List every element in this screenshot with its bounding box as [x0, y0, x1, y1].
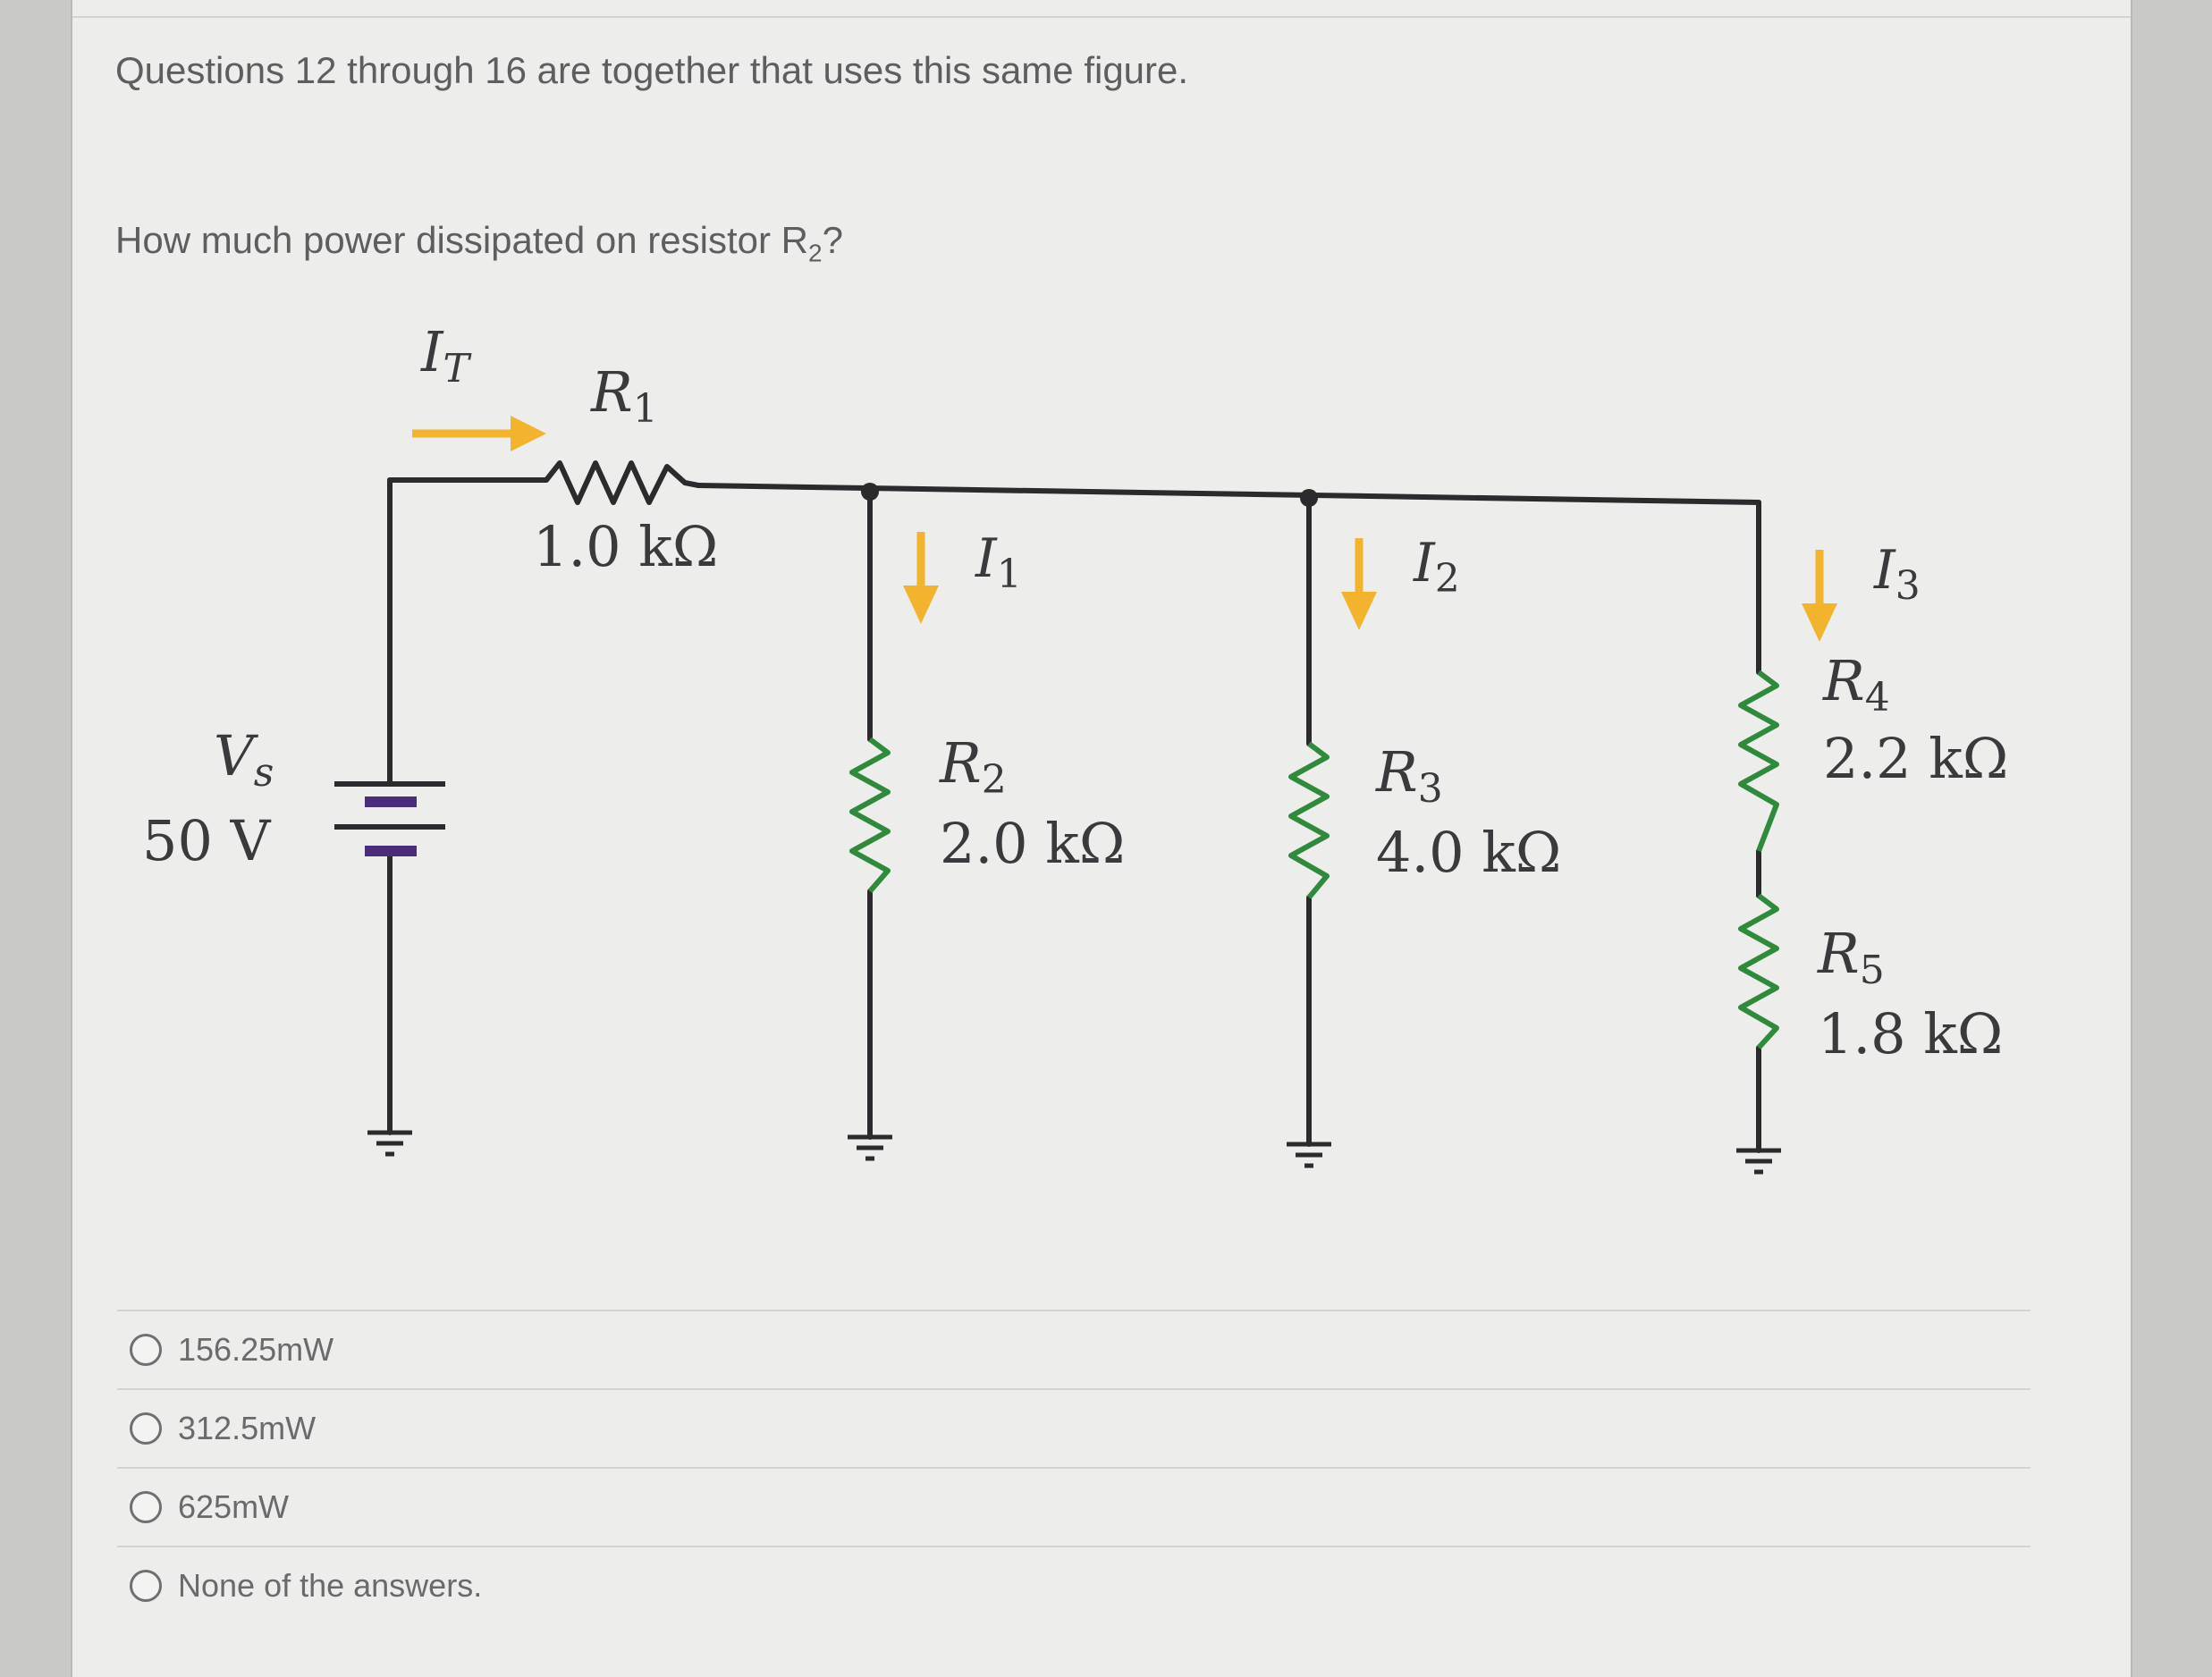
- label-vs: Vs: [214, 723, 274, 796]
- label-i1: I1: [975, 527, 1022, 597]
- ground-icon: [1736, 1148, 1781, 1175]
- value-r2: 2.0 kΩ: [940, 811, 1125, 876]
- radio-button[interactable]: [130, 1491, 162, 1523]
- arrow-down-icon: [903, 532, 939, 624]
- arrow-down-icon: [1802, 550, 1837, 642]
- value-r1: 1.0 kΩ: [533, 514, 718, 579]
- ground-icon: [367, 1130, 412, 1157]
- circuit-diagram: IT R1 1.0 kΩ I1 I2 I3 Vs 50 V R2 2.0 kΩ …: [142, 319, 2008, 1175]
- answer-label: None of the answers.: [178, 1567, 483, 1604]
- label-r5: R5: [1817, 921, 1885, 993]
- intro-text: Questions 12 through 16 are together tha…: [115, 49, 1189, 91]
- radio-button[interactable]: [130, 1412, 162, 1445]
- answer-label: 312.5mW: [178, 1410, 317, 1446]
- answer-option-3[interactable]: 625mW: [117, 1467, 2030, 1546]
- answer-option-1[interactable]: 156.25mW: [117, 1310, 2030, 1388]
- radio-button[interactable]: [130, 1334, 162, 1366]
- value-r5: 1.8 kΩ: [1818, 1001, 2003, 1066]
- answer-option-4[interactable]: None of the answers.: [117, 1546, 2030, 1624]
- value-vs: 50 V: [142, 808, 272, 873]
- answer-option-2[interactable]: 312.5mW: [117, 1388, 2030, 1467]
- battery-icon: [334, 781, 445, 856]
- answer-label: 625mW: [178, 1488, 290, 1525]
- ground-icon: [848, 1134, 892, 1161]
- value-r4: 2.2 kΩ: [1823, 726, 2008, 791]
- resistor-r4: [1738, 670, 1779, 853]
- resistor-r5: [1738, 893, 1779, 1050]
- junction-dot-2: [1300, 489, 1318, 507]
- label-r2: R2: [939, 730, 1007, 803]
- arrow-right-icon: [412, 416, 546, 451]
- label-it: IT: [420, 319, 473, 392]
- label-r3: R3: [1375, 739, 1443, 812]
- value-r3: 4.0 kΩ: [1376, 820, 1561, 885]
- question-text: How much power dissipated on resistor R2…: [115, 219, 843, 267]
- radio-button[interactable]: [130, 1570, 162, 1602]
- resistor-r2: [849, 737, 891, 893]
- question-subscript: 2: [808, 239, 823, 267]
- wire-top-bus: [696, 483, 1761, 505]
- resistor-r3: [1288, 741, 1330, 899]
- label-i3: I3: [1873, 539, 1921, 609]
- question-text-main: How much power dissipated on resistor R: [115, 219, 808, 261]
- arrow-down-icon: [1341, 538, 1377, 630]
- label-i2: I2: [1413, 532, 1460, 602]
- junction-dot-1: [861, 483, 879, 501]
- ground-icon: [1287, 1142, 1331, 1168]
- question-panel: Questions 12 through 16 are together tha…: [71, 0, 2132, 1677]
- question-text-end: ?: [822, 219, 843, 261]
- label-r1: R1: [590, 359, 658, 432]
- answer-label: 156.25mW: [178, 1331, 334, 1368]
- divider: [72, 16, 2131, 18]
- answer-list: 156.25mW 312.5mW 625mW None of the answe…: [117, 1310, 2030, 1624]
- resistor-r1: [544, 460, 699, 505]
- label-r4: R4: [1822, 648, 1890, 721]
